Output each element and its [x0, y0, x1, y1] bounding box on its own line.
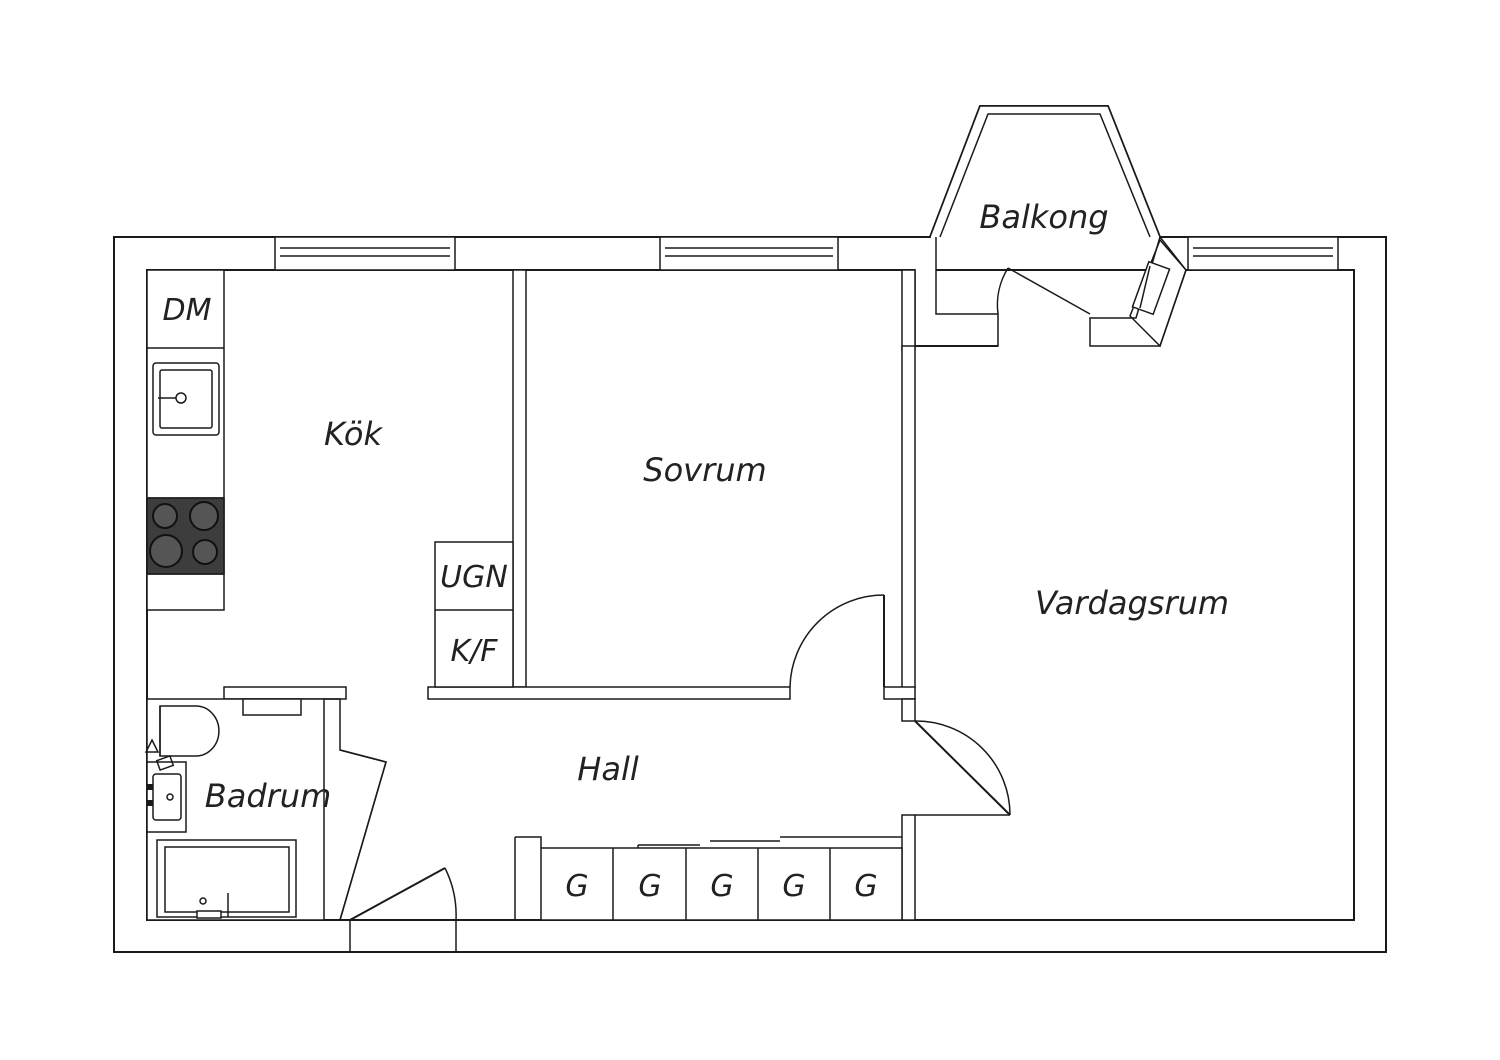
label-sovrum: Sovrum [643, 451, 766, 489]
label-hall: Hall [577, 750, 639, 788]
kitchen-counter [146, 269, 514, 688]
label-dm: DM [163, 293, 212, 328]
label-badrum: Badrum [205, 777, 331, 815]
washbasin [144, 738, 187, 833]
wardrobes [540, 836, 903, 921]
label-wardrobe: G [782, 869, 805, 904]
label-wardrobe: G [638, 869, 661, 904]
label-wardrobe: G [854, 869, 877, 904]
bathroom-fixtures [144, 698, 302, 919]
label-wardrobe: G [565, 869, 588, 904]
stove [146, 497, 225, 575]
door-livingroom [914, 720, 1011, 816]
fixture-labels: DM UGN K/F G G G G G [163, 293, 878, 904]
label-wardrobe: G [710, 869, 733, 904]
window-livingroom [1187, 236, 1339, 271]
bathtub [156, 839, 297, 919]
window-kitchen [274, 236, 456, 271]
label-vardagsrum: Vardagsrum [1035, 584, 1229, 622]
room-labels: Balkong Kök Sovrum Vardagsrum Hall Badru… [205, 198, 1229, 815]
oven-fridge-column [434, 541, 514, 688]
door-bathroom [339, 749, 387, 921]
window-bedroom [659, 236, 839, 271]
toilet [159, 705, 220, 757]
label-kf: K/F [450, 634, 498, 669]
kitchen-sink [152, 362, 220, 436]
balcony [914, 105, 1187, 348]
label-ugn: UGN [440, 560, 508, 595]
doors [339, 594, 1011, 921]
label-balkong: Balkong [979, 198, 1108, 236]
windows [274, 236, 1339, 271]
door-entrance [349, 867, 457, 921]
door-bedroom [789, 594, 885, 688]
label-kok: Kök [324, 415, 383, 453]
